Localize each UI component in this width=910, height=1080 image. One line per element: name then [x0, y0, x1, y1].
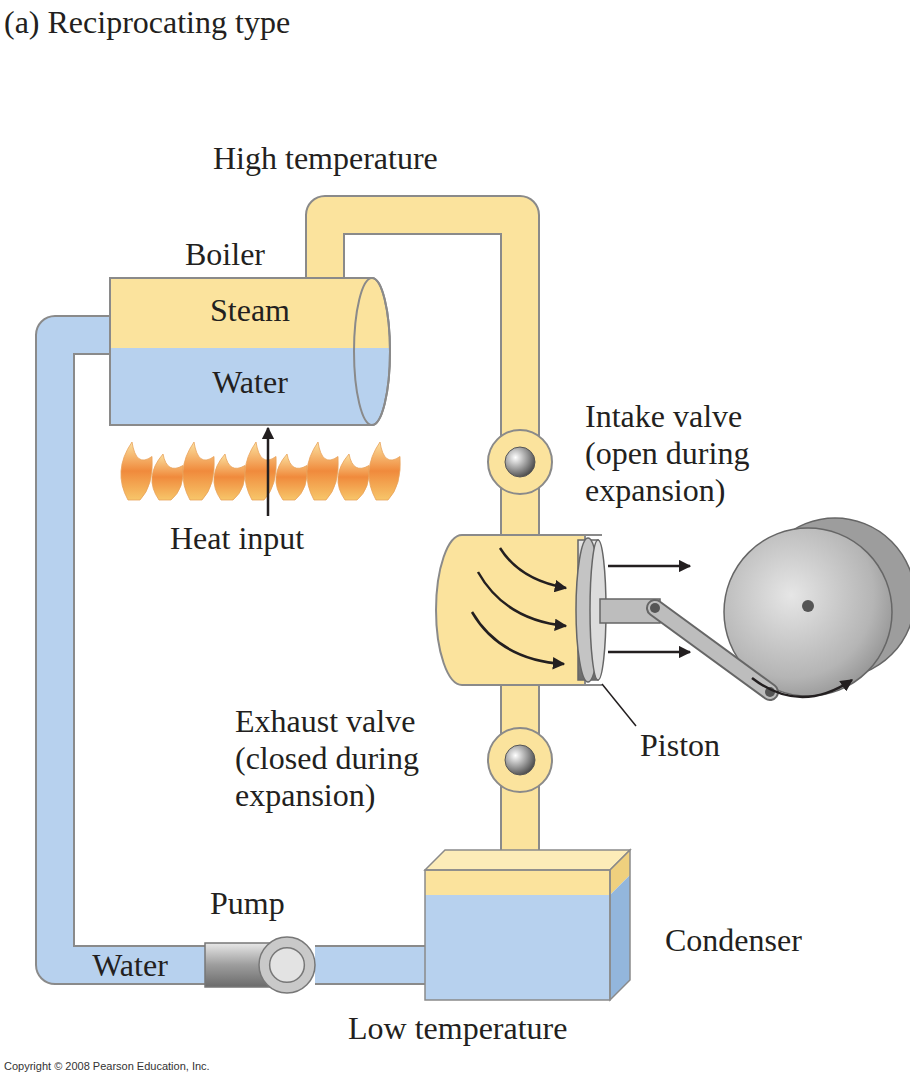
flame	[214, 454, 245, 500]
flame	[152, 454, 183, 500]
pipe-fluid	[55, 335, 205, 965]
node-outline	[205, 935, 315, 995]
intake-valve	[488, 430, 552, 494]
burner-flames	[121, 442, 400, 500]
region-label: Steam	[110, 292, 390, 329]
engine-cylinder	[436, 535, 602, 685]
temperature-label: Low temperature	[348, 1010, 567, 1047]
part-name: Condenser	[665, 922, 802, 959]
connecting-rod	[650, 603, 775, 697]
pipe	[55, 335, 205, 965]
pump: Pump	[205, 935, 315, 995]
condenser: Condenser	[425, 850, 630, 1000]
part-name: Pump	[210, 885, 285, 922]
flame	[121, 442, 152, 500]
exhaust-valve	[488, 728, 552, 792]
leader-line	[602, 684, 636, 726]
temperature-label: High temperature	[213, 140, 438, 177]
flame	[338, 454, 369, 500]
node-outline	[110, 278, 390, 425]
flame	[183, 442, 214, 500]
flame	[307, 442, 338, 500]
heat-label: Heat input	[170, 520, 304, 557]
part-name: Piston	[640, 727, 720, 764]
pipe-label: Water	[90, 947, 170, 984]
rotation-arrow	[752, 678, 852, 697]
part-name: Boiler	[185, 236, 265, 273]
pipe-fluid	[315, 947, 425, 983]
node-outline	[425, 850, 630, 1000]
valve-label: Exhaust valve (closed during expansion)	[235, 703, 477, 813]
steam-flow-arrows	[472, 548, 566, 664]
flame	[369, 442, 400, 500]
valve-label: Intake valve (open during expansion)	[585, 398, 807, 508]
copyright-note: Copyright © 2008 Pearson Education, Inc.	[4, 1060, 210, 1073]
boiler: BoilerSteamWater	[110, 278, 390, 425]
flame	[245, 442, 276, 500]
region-label: Water	[110, 364, 390, 401]
pipe-wall	[55, 335, 205, 965]
figure-title: (a) Reciprocating type	[4, 4, 290, 41]
heat-arrow	[267, 428, 270, 516]
pipe	[315, 965, 425, 966]
pipe-wall	[315, 945, 425, 985]
flame	[276, 454, 307, 500]
motion-arrows	[608, 566, 690, 652]
